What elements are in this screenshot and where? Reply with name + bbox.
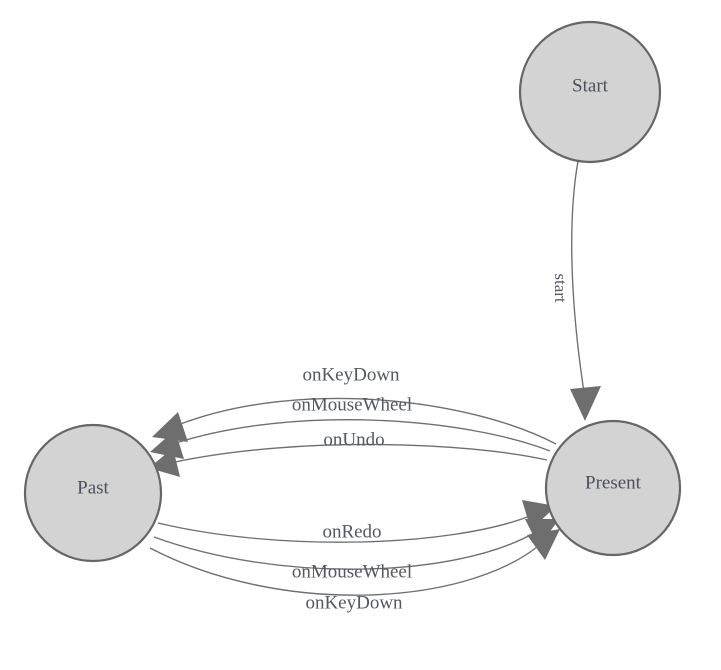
edge-label-start: start [551,273,570,303]
edge-label-past-present-2: onMouseWheel [292,561,412,582]
edge-past-to-present-onkeydown[interactable]: onKeyDown [149,529,560,613]
edge-path-present-past-1 [177,397,557,445]
arrowhead-present-past-2 [150,430,184,459]
edge-path-past-present-3 [149,546,538,596]
edge-path-start-present [571,160,585,393]
node-start[interactable]: Start [518,20,662,164]
edge-present-to-past-onkeydown[interactable]: onKeyDown [152,364,557,445]
node-past-circle [23,423,163,563]
edge-present-to-past-onundo[interactable]: onUndo [149,429,548,477]
node-present-circle [544,419,682,557]
edge-path-present-past-2 [175,419,551,452]
edge-past-to-present-onredo[interactable]: onRedo [157,500,556,543]
arrowhead-past-present-3 [527,529,560,560]
arrowhead-start-present [570,386,601,421]
edge-label-present-past-1: onKeyDown [302,364,400,385]
edge-label-present-past-3: onUndo [323,429,384,450]
edge-path-present-past-3 [174,443,548,463]
node-present[interactable]: Present [544,419,682,557]
node-present-label: Present [585,472,642,493]
edge-start-to-present[interactable]: start [551,160,601,421]
edge-path-past-present-1 [157,515,531,543]
edge-present-to-past-onmousewheel[interactable]: onMouseWheel [150,394,551,459]
edge-label-past-present-3: onKeyDown [305,592,403,613]
node-start-circle [518,20,662,164]
node-past[interactable]: Past [23,423,163,563]
edge-label-past-present-1: onRedo [322,521,381,542]
edge-label-present-past-2: onMouseWheel [292,394,412,415]
node-start-label: Start [572,75,609,96]
node-past-label: Past [77,477,109,498]
arrowhead-present-past-1 [152,412,188,442]
edge-path-past-present-2 [153,532,535,570]
